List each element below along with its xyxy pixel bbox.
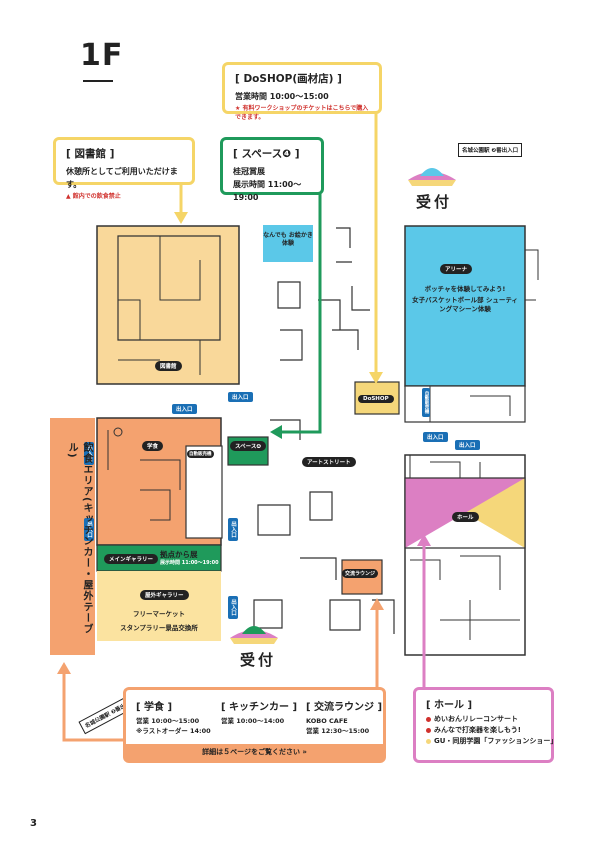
library-callout-warning: 館内での飲食禁止 — [72, 193, 121, 200]
kitchencar-info: [ キッチンカー ] 営業 10:00～14:00 — [221, 698, 297, 726]
tent-bottom — [230, 626, 278, 644]
doshop-callout-hours: 営業時間 10:00～15:00 — [235, 92, 329, 101]
main-gallery-label: メインギャラリー — [104, 554, 159, 564]
reception-bottom: 受付 — [240, 651, 277, 669]
doshop-callout: [ DoSHOP(画材店) ] 営業時間 10:00～15:00 ★ 有料ワーク… — [222, 62, 382, 121]
library-callout-desc: 休憩所としてご利用いただけます。 — [66, 167, 178, 189]
lounge-label: 交流ラウンジ — [342, 569, 379, 578]
gakushoku-info: [ 学食 ] 営業 10:00～15:00 ※ラストオーダー 14:00 — [136, 698, 211, 736]
entrance-3: 出入口 — [423, 432, 448, 442]
space4-label: スペース❹ — [230, 441, 266, 451]
nandemo-room — [263, 225, 313, 262]
entrance-5: 出入口 — [84, 442, 94, 465]
hall-info-box: [ ホール ] めいおんリレーコンサート みんなで打楽器を楽しもう! GU・同朋… — [413, 687, 557, 763]
page-number: 3 — [30, 818, 37, 829]
library-callout-title: [ 図書館 ] — [66, 148, 115, 160]
bullet-icon — [426, 716, 431, 722]
center-rooms — [253, 227, 395, 634]
nandemo-label: なんでも お絵かき体験 — [263, 232, 313, 247]
arena-line2: 女子バスケットボール部 シューティングマシーン体験 — [412, 296, 518, 313]
station-sign-top: 名城公園駅 ❷番出入口 — [458, 143, 523, 157]
entrance-1: 出入口 — [172, 404, 197, 414]
entrance-7: 出入口 — [228, 518, 238, 541]
doshop-callout-title: [ DoSHOP(画材店) ] — [235, 73, 342, 85]
kyoten-label: 拠点から展 — [160, 550, 198, 559]
kitchencar-info-hours: 営業 10:00～14:00 — [221, 717, 285, 725]
arena-room — [404, 225, 526, 387]
library-label: 図書館 — [155, 361, 182, 371]
space4-callout-title: [ スペース❹ ] — [233, 148, 300, 160]
floor-underline — [83, 80, 113, 82]
entrance-2: 出入口 — [228, 392, 253, 402]
lounge-info-cafe: KOBO CAFE — [306, 717, 348, 725]
outdoor-gallery-label: 屋外ギャラリー — [140, 590, 189, 600]
food-info-box: [ 学食 ] 営業 10:00～15:00 ※ラストオーダー 14:00 [ キ… — [123, 687, 386, 763]
space4-callout-line2: 展示時間 11:00～19:00 — [233, 180, 302, 202]
library-callout: [ 図書館 ] 休憩所としてご利用いただけます。 ▲ 館内での飲食禁止 — [53, 137, 195, 200]
food-area-label: 飲食エリア(キッチンカー・屋外テーブル) — [66, 442, 92, 635]
details-link[interactable]: 詳細は５ページをご覧ください » — [126, 744, 383, 760]
entrance-6: 出入口 — [84, 518, 94, 541]
lounge-info-hours: 営業 12:30～15:00 — [306, 727, 370, 735]
art-street-label: アートストリート — [302, 457, 356, 467]
space4-callout: [ スペース❹ ] 桂冠賞展 展示時間 11:00～19:00 — [220, 137, 324, 202]
gakushoku-info-lastorder: ※ラストオーダー 14:00 — [136, 727, 211, 735]
hall-room — [404, 477, 526, 549]
tent-top — [408, 168, 456, 186]
arena-label: アリーナ — [440, 264, 473, 274]
hall-info-title: [ ホール ] — [426, 700, 473, 711]
doshop-callout-note: ★ 有料ワークショップのチケットはこちらで購入できます。 — [235, 105, 369, 121]
warning-icon: ▲ — [66, 193, 71, 200]
lounge-info-title: [ 交流ラウンジ ] — [306, 702, 383, 713]
stamp-rally-label: スタンプラリー景品交換所 — [120, 624, 198, 632]
arena-vending-tag: 自動販売機 — [422, 388, 430, 417]
space4-callout-line1: 桂冠賞展 — [233, 167, 265, 176]
gakushoku-info-hours: 営業 10:00～15:00 — [136, 717, 200, 725]
hall-item-3: GU・同朋学園「ファッションショー」 — [426, 736, 557, 747]
reception-top: 受付 — [416, 193, 453, 211]
library-room — [96, 225, 240, 385]
kitchencar-info-title: [ キッチンカー ] — [221, 702, 298, 713]
gakushoku-label: 学食 — [142, 441, 164, 451]
lounge-info: [ 交流ラウンジ ] KOBO CAFE 営業 12:30～15:00 — [306, 698, 382, 736]
bullet-icon — [426, 727, 431, 733]
vending-label: 自動販売機 — [187, 450, 214, 458]
bullet-icon — [426, 738, 431, 744]
floor-label: 1F — [80, 38, 124, 73]
doshop-label: DoSHOP — [358, 395, 394, 403]
kyoten-time: 展示時間 11:00～19:00 — [160, 560, 219, 566]
entrance-4: 出入口 — [455, 440, 480, 450]
hall-label: ホール — [452, 512, 479, 522]
gakushoku-info-title: [ 学食 ] — [136, 702, 173, 713]
entrance-8: 出入口 — [228, 596, 238, 619]
arena-line1: ボッチャを体験してみよう! — [424, 285, 506, 293]
flea-market-label: フリーマーケット — [133, 610, 185, 618]
hall-item-1: めいおんリレーコンサート — [426, 714, 541, 725]
hall-item-2: みんなで打楽器を楽しもう! — [426, 725, 541, 736]
outdoor-gallery-area — [97, 571, 221, 641]
